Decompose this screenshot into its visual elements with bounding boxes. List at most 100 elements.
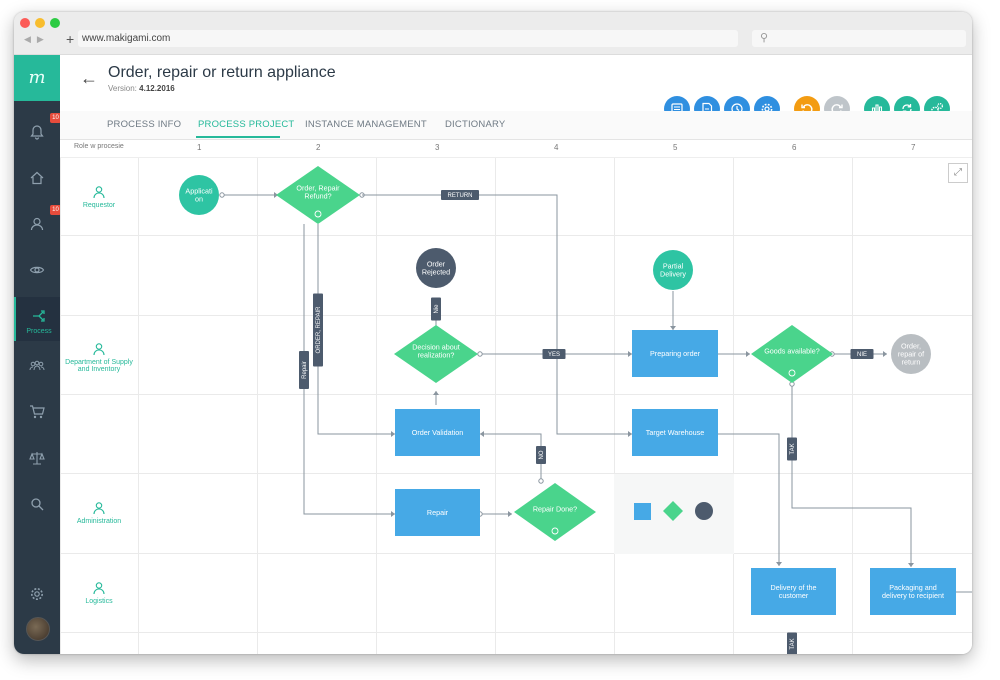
sidebar-item-view[interactable] (14, 251, 60, 291)
node-repair-done[interactable]: Repair Done? (514, 483, 596, 541)
edge-label-tak-lower[interactable]: TAK (787, 632, 797, 655)
user-icon (30, 217, 44, 231)
search-icon: ⚲ (760, 32, 769, 44)
node-target-warehouse[interactable]: Target Warehouse (632, 409, 718, 456)
arrow-head (391, 511, 395, 517)
connector-line[interactable] (317, 224, 395, 435)
connector-line[interactable] (362, 194, 632, 435)
node-preparing-order-label: Preparing order (650, 349, 701, 358)
edge-label-order-repair-text: ORDER, REPAIR (316, 306, 322, 354)
node-repair[interactable]: Repair (395, 489, 480, 536)
sidebar-item-users[interactable]: 10 (14, 205, 61, 245)
tab-process-project[interactable]: PROCESS PROJECT (198, 119, 295, 130)
palette-task-shape[interactable] (634, 503, 651, 520)
decision-marker-icon (314, 210, 322, 218)
node-goods-available[interactable]: Goods available? (751, 325, 833, 383)
person-icon (93, 343, 105, 356)
sidebar-item-home[interactable] (14, 159, 60, 199)
column-number: 5 (673, 143, 678, 152)
column-number: 3 (435, 143, 440, 152)
connector-line[interactable] (718, 433, 780, 566)
lane-supply-inventory[interactable]: Department of Supply and Inventory (60, 342, 138, 373)
gear-icon (31, 588, 43, 600)
browser-window: ◀▶ + www.makigami.com ⚲ m 10 10 Process (14, 12, 972, 654)
sidebar-item-cart[interactable] (14, 393, 60, 433)
sidebar-item-settings[interactable] (14, 575, 60, 615)
app-logo[interactable]: m (14, 55, 60, 101)
arrow-head (908, 563, 914, 567)
lane-requestor[interactable]: Requestor (60, 185, 138, 209)
browser-search-field[interactable]: ⚲ (752, 30, 966, 47)
tab-process-info[interactable]: PROCESS INFO (107, 119, 182, 130)
person-icon (93, 186, 105, 199)
arrow-head (480, 431, 484, 437)
connector-line[interactable] (791, 384, 912, 567)
person-icon (93, 502, 105, 515)
sidebar-item-process[interactable]: Process (14, 297, 62, 341)
sidebar-item-scales[interactable] (14, 439, 60, 479)
connector-port[interactable] (477, 351, 483, 357)
sidebar-item-team[interactable] (14, 347, 60, 387)
arrow-head (391, 431, 395, 437)
edge-label-order-repair[interactable]: ORDER, REPAIR (313, 293, 323, 367)
lane-administration[interactable]: Administration (60, 501, 138, 525)
role-column-header: Role w procesie (74, 143, 124, 150)
edge-label-nie-vertical-text: Nie (434, 304, 440, 314)
node-order-validation[interactable]: Order Validation (395, 409, 480, 456)
expand-icon[interactable]: ⤢ (948, 163, 968, 183)
version-number: 4.12.2016 (139, 84, 175, 93)
new-tab-plus-icon[interactable]: + (66, 31, 75, 47)
back-arrow-icon[interactable]: ← (80, 68, 98, 88)
column-number: 4 (554, 143, 559, 152)
avatar[interactable] (26, 617, 50, 641)
active-tab-indicator (196, 136, 280, 138)
lane-logistics[interactable]: Logistics (60, 581, 138, 605)
edge-label-no[interactable]: NO (536, 446, 546, 464)
maximize-window-button[interactable] (50, 18, 60, 28)
gears-icon (931, 102, 944, 115)
palette-event-shape[interactable] (695, 502, 713, 520)
node-preparing-order[interactable]: Preparing order (632, 330, 718, 377)
process-canvas[interactable]: Requestor Department of Supply and Inven… (60, 158, 972, 654)
back-forward-arrows-icon[interactable]: ◀▶ (24, 34, 50, 44)
sidebar-item-search[interactable] (14, 485, 60, 525)
node-repair-label: Repair (427, 508, 449, 517)
edge-label-repair[interactable]: Repair (299, 351, 309, 389)
address-bar[interactable] (78, 30, 738, 47)
connector-line[interactable] (480, 433, 542, 481)
arrow-head (670, 326, 676, 330)
edge-label-tak[interactable]: TAK (787, 437, 797, 461)
connector-port[interactable] (219, 192, 225, 198)
edge-label-return-text: RETURN (448, 193, 473, 199)
sidebar-item-notifications[interactable]: 10 (14, 113, 61, 153)
tab-dictionary[interactable]: DICTIONARY (445, 119, 506, 130)
connector-line[interactable] (303, 224, 395, 515)
edge-label-return[interactable]: RETURN (441, 190, 479, 200)
connector-port[interactable] (538, 478, 544, 484)
arrow-head (883, 351, 887, 357)
tab-instance-management[interactable]: INSTANCE MANAGEMENT (305, 119, 427, 130)
edge-label-yes[interactable]: YES (542, 349, 566, 359)
version-info: Version: 4.12.2016 (108, 84, 175, 93)
close-window-button[interactable] (20, 18, 30, 28)
edge-label-nie-vertical[interactable]: Nie (431, 297, 441, 321)
sidebar-item-label: Process (26, 328, 52, 335)
palette-decision-shape[interactable] (663, 501, 683, 521)
edge-label-nie[interactable]: NIE (850, 349, 874, 359)
page-title: Order, repair or return appliance (108, 64, 336, 81)
node-order-validation-label: Order Validation (412, 428, 463, 437)
decision-marker-icon (551, 527, 559, 535)
minimize-window-button[interactable] (35, 18, 45, 28)
